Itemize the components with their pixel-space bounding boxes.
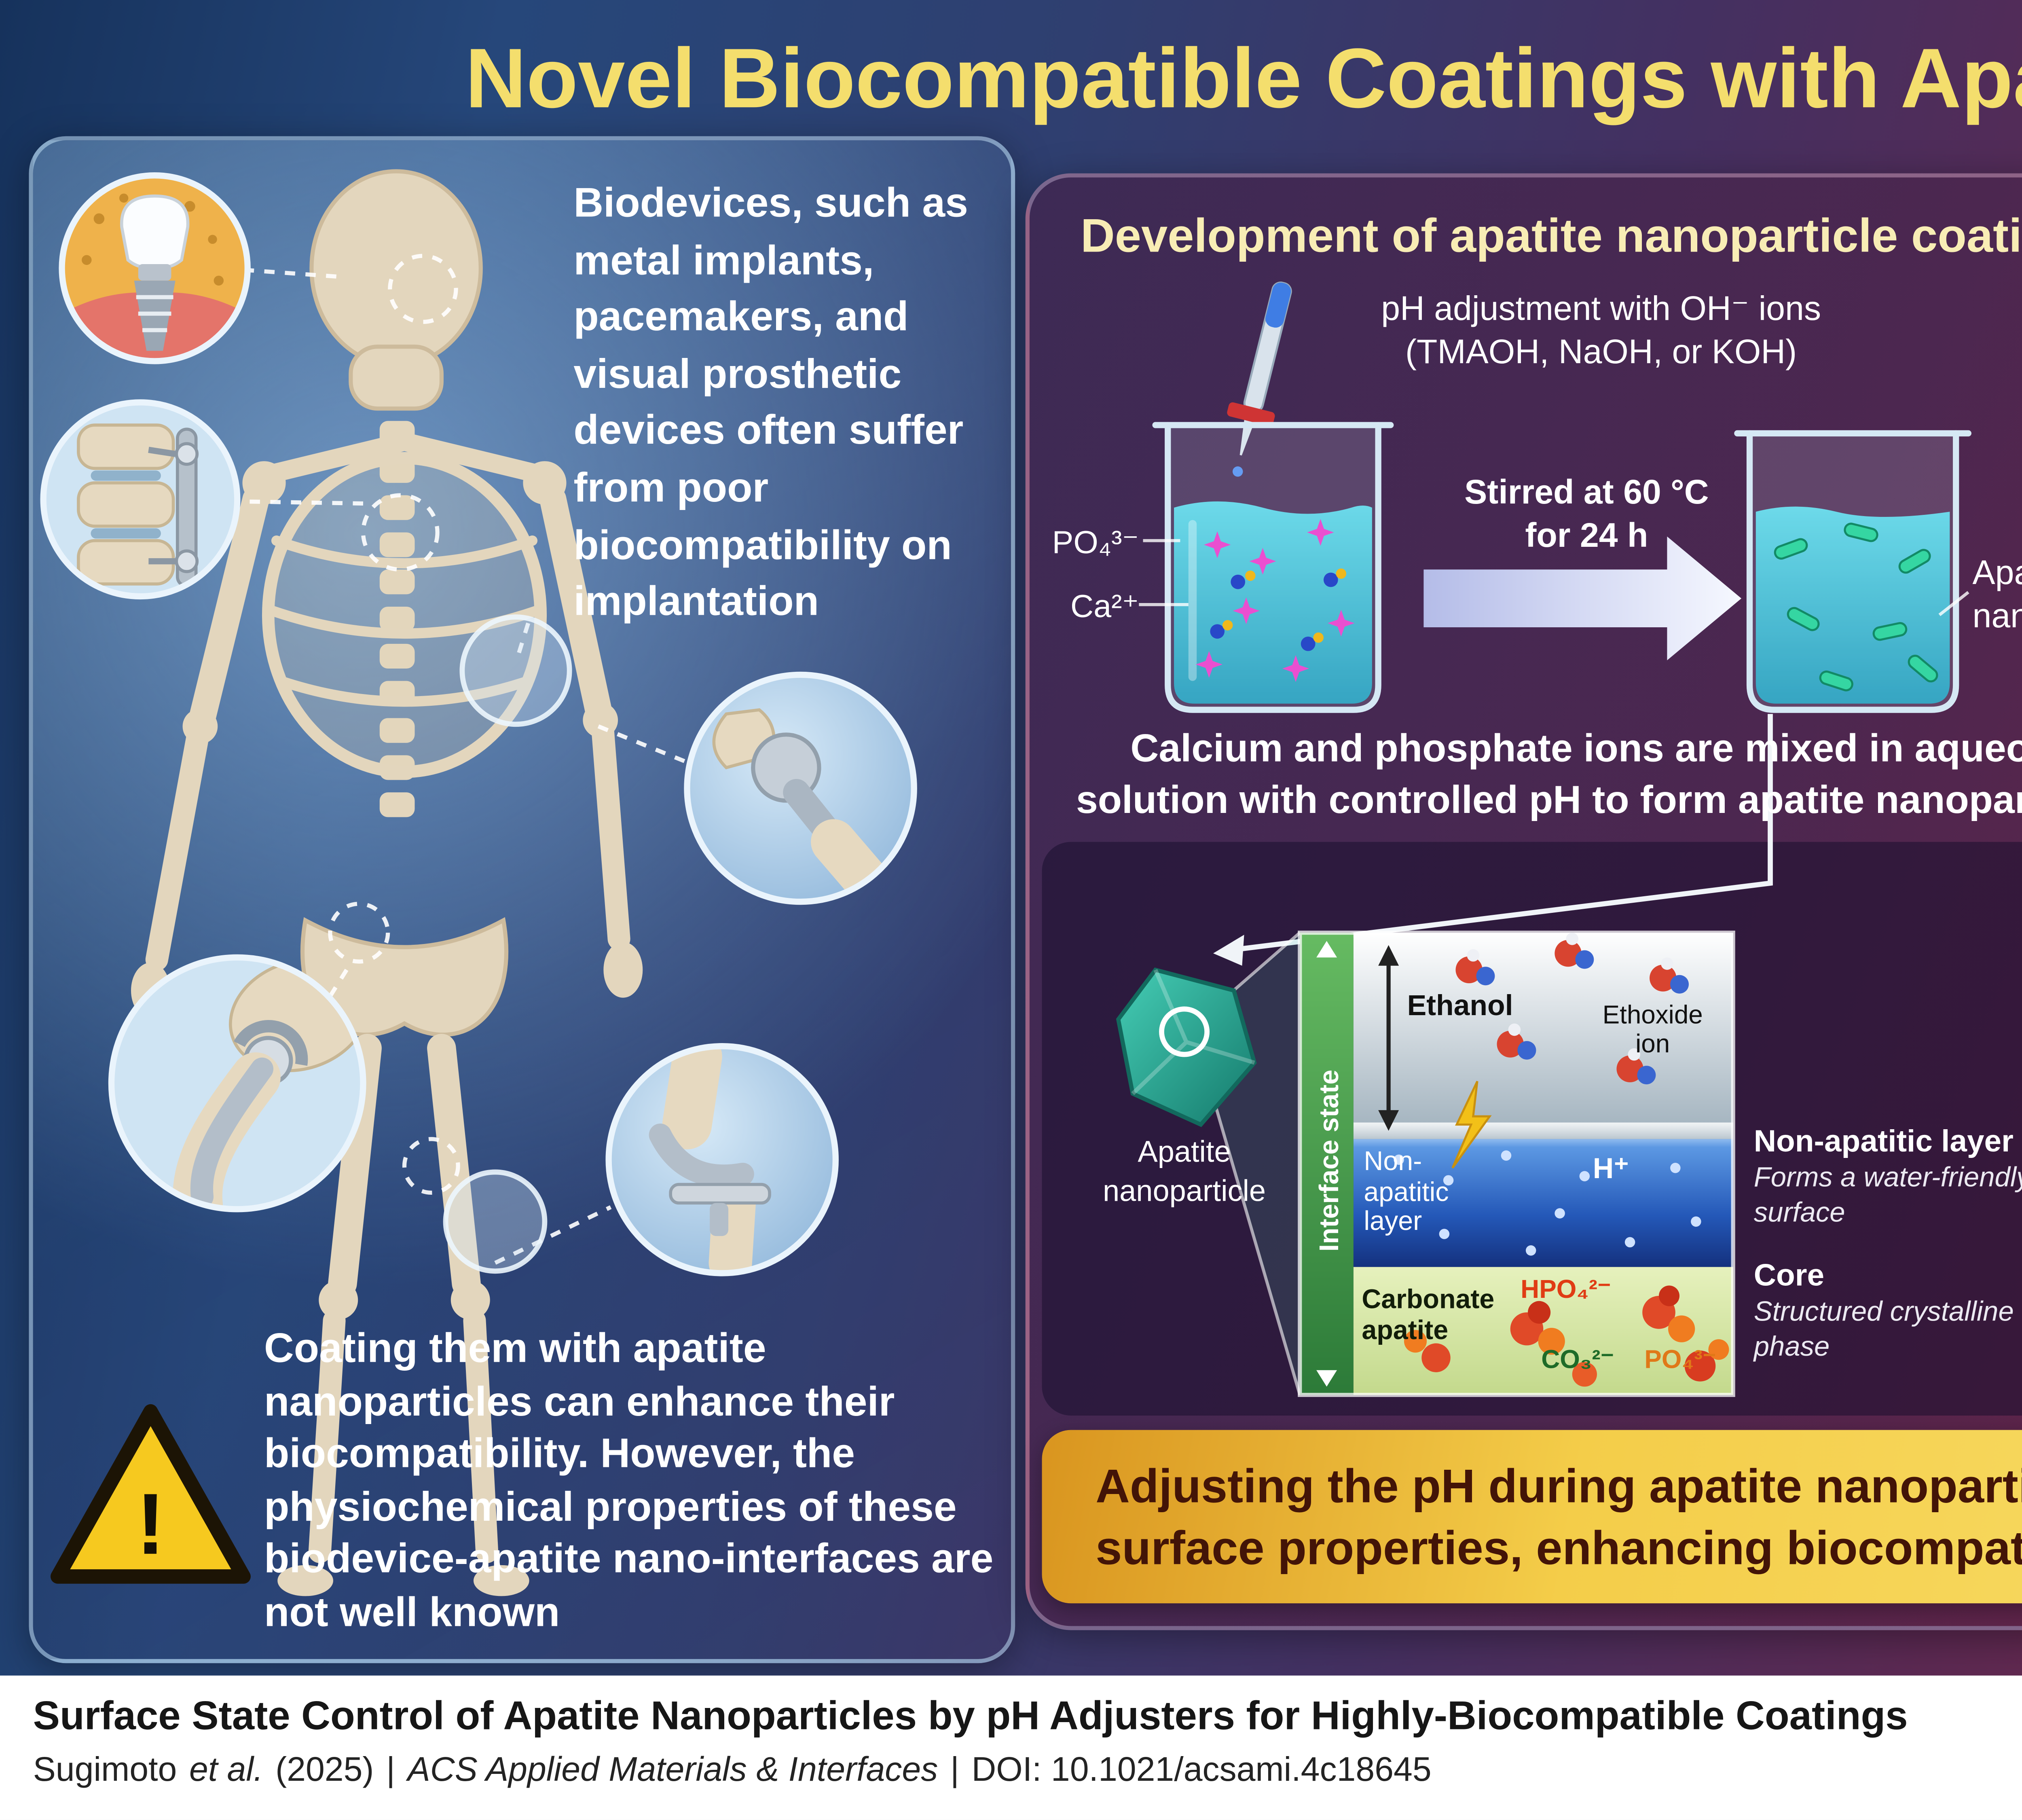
- ph-adjustment-label: pH adjustment with OH⁻ ions (TMAOH, NaOH…: [1381, 291, 1821, 372]
- phosphate-ion-label: PO₄³⁻: [1052, 526, 1139, 561]
- ethoxide-ion-label: Ethoxide ion: [1602, 1001, 1703, 1058]
- citation-separator: |: [950, 1752, 959, 1789]
- citation-etal: et al.: [189, 1752, 263, 1789]
- annotation-nonapatitic-title: Non-apatitic layer: [1753, 1124, 2014, 1160]
- citation-journal: ACS Applied Materials & Interfaces: [407, 1752, 938, 1789]
- process-header: Development of apatite nanoparticle coat…: [1081, 208, 2022, 262]
- ethanol-label: Ethanol: [1407, 988, 1513, 1022]
- apatite-product-label: Apatite nanoparticle: [1972, 555, 2022, 637]
- citation-authors: Sugimoto: [33, 1752, 177, 1789]
- nanoparticle-label: Apatite nanoparticle: [1103, 1137, 1266, 1209]
- synthesis-caption: Calcium and phosphate ions are mixed in …: [1076, 728, 2022, 823]
- footnote-reagents: TMAOH: tetramethylammonium hydroxide | N…: [1973, 1368, 2022, 1401]
- warning-text: Coating them with apatite nanoparticles …: [264, 1327, 994, 1636]
- calcium-ion-label: Ca²⁺: [1070, 590, 1139, 625]
- annotation-nonapatitic-desc: Forms a water-friendly surface: [1753, 1162, 2022, 1228]
- interface-state-axis-label: Interface state: [1313, 1069, 1345, 1252]
- carbonate-apatite-label: Carbonate apatite: [1362, 1283, 1495, 1345]
- footnote-ions: CO₃²⁻: carbonate ion | PO₄³⁻: phosphate …: [1973, 1325, 2022, 1357]
- conclusion-text: Adjusting the pH during apatite nanopart…: [1096, 1458, 2022, 1575]
- paper-title: Surface State Control of Apatite Nanopar…: [33, 1694, 1908, 1740]
- stir-label: Stirred at 60 °C for 24 h: [1464, 474, 1709, 556]
- warning-mark: !: [136, 1475, 165, 1572]
- h-ion-label: H⁺: [1593, 1151, 1629, 1185]
- po4-core-label: PO₄³⁻: [1644, 1345, 1716, 1374]
- citation-separator: |: [386, 1752, 396, 1789]
- annotation-core-desc: Structured crystalline phase: [1753, 1296, 2014, 1362]
- problem-text: Biodevices, such as metal implants, pace…: [573, 181, 968, 626]
- conclusion-banner: Adjusting the pH during apatite nanopart…: [1042, 1430, 2022, 1604]
- citation-year: (2025): [275, 1752, 374, 1789]
- hpo4-label: HPO₄²⁻: [1521, 1275, 1611, 1304]
- footer: [0, 1675, 2022, 1820]
- citation: Sugimoto et al. (2025) | ACS Applied Mat…: [33, 1750, 1432, 1794]
- annotation-core-title: Core: [1753, 1259, 1825, 1294]
- non-apatitic-layer-label: Non- apatitic layer: [1364, 1145, 1449, 1236]
- citation-doi: DOI: 10.1021/acsami.4c18645: [971, 1752, 1432, 1789]
- co3-label: CO₃²⁻: [1541, 1345, 1614, 1374]
- main-title: Novel Biocompatible Coatings with Apatit…: [465, 31, 2022, 126]
